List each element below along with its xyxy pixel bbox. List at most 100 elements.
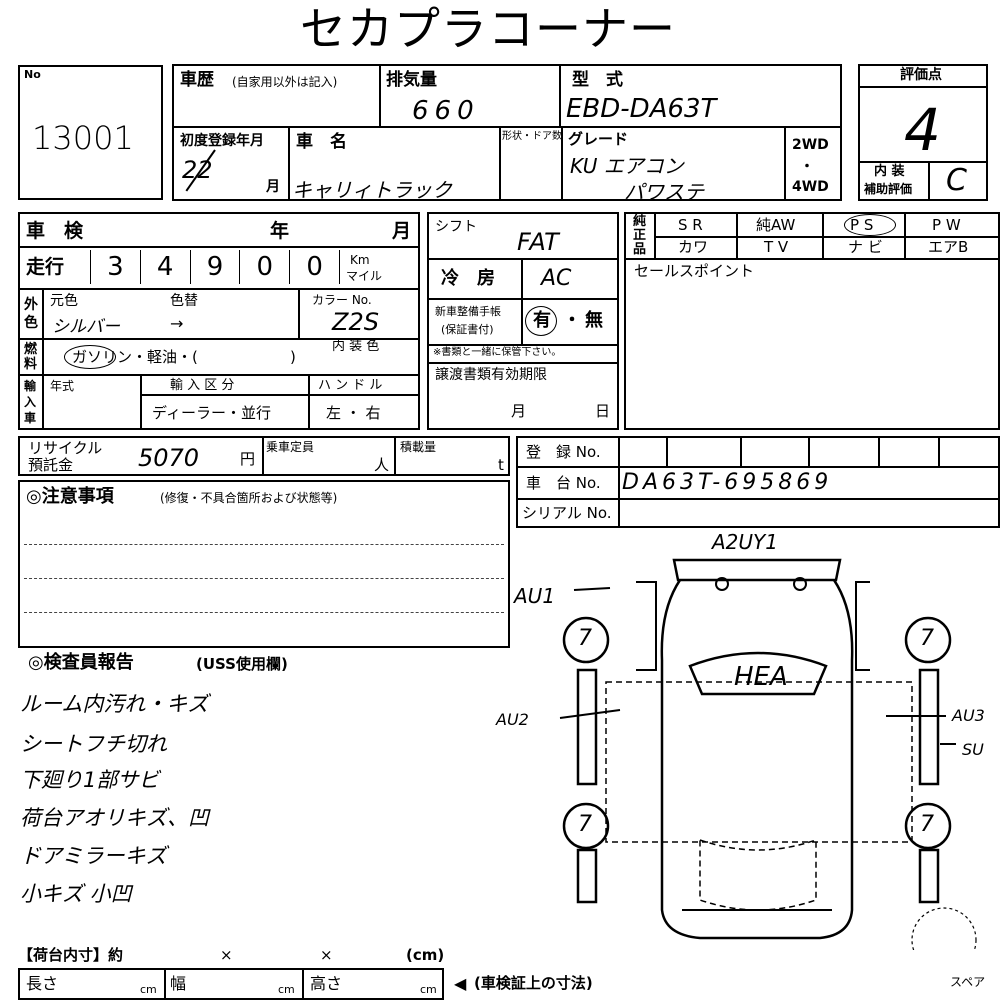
vehicle-info-grid: 車歴 (自家用以外は記入) 排気量 660 型 式 EBD-DA63T 初度登録… (172, 64, 842, 204)
inspector-line: ルーム内汚れ・キズ (20, 692, 209, 716)
repaint-arrow: → (170, 314, 184, 333)
recycle-label: リサイクル (28, 439, 103, 457)
shift-value: FAT (517, 228, 559, 256)
arrow-left-icon: ◀ (454, 974, 467, 993)
load-label: 積載量 (400, 440, 437, 454)
inspector-line: 小キズ 小凹 (20, 882, 132, 906)
manual-no: 無 (585, 310, 603, 331)
capacity-label: 乗車定員 (266, 440, 315, 454)
damage-mark: AU1 (514, 584, 556, 608)
option-navi: ナ ビ (848, 238, 883, 256)
original-color-label: 元色 (50, 293, 78, 309)
inspection-year-unit: 年 (270, 220, 290, 242)
tire-value: 7 (578, 626, 592, 651)
manual-note: ※書類と一緒に保管下さい。 (433, 347, 562, 358)
option-ps: P S (850, 216, 874, 234)
color-number-label: カラー No. (312, 293, 372, 307)
width-label: 幅 (170, 974, 187, 993)
shift-ac-block: シフト FAT 冷 房 AC 新車整備手帳 (保証書付) 有 ・ 無 ※書類と一… (427, 212, 619, 430)
truck-diagram (559, 558, 977, 950)
transfer-day-unit: 日 (595, 402, 611, 420)
interior-value: C (946, 163, 967, 198)
shape-door-label: 形状・ドア数 (502, 131, 562, 142)
options-block: 純正品 S R 純AW P S P W カワ T V ナ ビ エアB セールスポ… (624, 212, 1000, 430)
car-name-label: 車 名 (296, 132, 347, 152)
option-tv: T V (764, 238, 789, 256)
fuel-side-label: 燃料 (24, 342, 38, 372)
rating-label: 評価点 (900, 67, 942, 83)
import-class-value: ディーラー・並行 (152, 404, 271, 422)
original-color-value: シルバー (52, 317, 120, 337)
lot-no-label: No (24, 68, 41, 81)
recycle-sub-label: 預託金 (28, 456, 74, 474)
damage-mark: HEA (734, 662, 788, 692)
bed-unit: (cm) (406, 946, 445, 964)
inspector-line: シートフチ切れ (20, 732, 167, 756)
fuel-gasoline-circle (64, 345, 116, 369)
mileage-unit-mile: マイル (346, 269, 383, 283)
import-year-label: 年式 (50, 379, 75, 393)
spare-label: スペア (950, 975, 986, 989)
option-airbag: エアB (928, 238, 969, 256)
displacement-label: 排気量 (386, 70, 437, 90)
load-unit: t (498, 456, 504, 474)
drive-2wd: 2WD (792, 137, 829, 153)
manual-sep: ・ (563, 310, 581, 331)
displacement-value: 660 (412, 96, 480, 126)
notes-block: ◎注意事項 (修復・不具合箇所および状態等) (18, 480, 510, 648)
rating-box: 評価点 4 内 装 補助評価 C (858, 64, 988, 201)
notes-subtitle: (修復・不具合箇所および状態等) (160, 491, 338, 505)
interior-sub-label: 補助評価 (864, 182, 913, 196)
lot-number-box: No 13001 (18, 65, 163, 200)
drive-4wd: 4WD (792, 179, 829, 195)
recycle-value: 5070 (138, 444, 200, 472)
chassis-value: DA63T-695869 (622, 470, 833, 495)
model-label: 型 式 (572, 70, 623, 90)
bed-x: × (220, 946, 233, 964)
import-class-label: 輸 入 区 分 (170, 378, 235, 393)
height-unit: cm (420, 983, 437, 996)
option-ps-circle (844, 214, 896, 236)
mileage-digits: 3 4 9 0 0 (90, 250, 340, 284)
option-pw: P W (932, 216, 961, 234)
bed-label: 【荷台内寸】約 (18, 946, 124, 964)
import-side-label: 輸入車 (24, 379, 37, 425)
notes-title: ◎注意事項 (26, 486, 114, 507)
transfer-label: 譲渡書類有効期限 (435, 367, 547, 383)
interior-color-label: 内 装 色 (332, 339, 380, 354)
damage-mark: SU (962, 740, 984, 759)
recycle-row: リサイクル 預託金 5070 円 乗車定員 人 積載量 t (18, 436, 510, 476)
length-label: 長さ (26, 974, 59, 993)
mileage-digit: 3 (90, 250, 141, 284)
tire-value: 7 (578, 812, 592, 837)
color-number-value: Z2S (332, 308, 379, 336)
drive-dot: ・ (800, 159, 814, 175)
page-title: セカプラコーナー (300, 2, 676, 56)
option-sr: S R (678, 216, 703, 234)
sales-point-label: セールスポイント (634, 262, 755, 280)
mileage-unit-km: Km (350, 253, 370, 267)
damage-mark: AU3 (952, 706, 985, 725)
model-value: EBD-DA63T (566, 94, 717, 124)
mileage-digit: 0 (290, 250, 340, 284)
grade-label: グレード (568, 130, 629, 148)
interior-label: 内 装 (874, 164, 905, 179)
manual-yes-circle (525, 306, 557, 336)
option-aw: 純AW (756, 216, 796, 234)
grade-line-1: KU エアコン (570, 154, 684, 178)
width-unit: cm (278, 983, 295, 996)
manual-sub-label: (保証書付) (441, 323, 494, 336)
capacity-unit: 人 (374, 456, 390, 474)
rating-value: 4 (904, 96, 941, 164)
registration-label: 登 録 No. (526, 443, 601, 461)
transfer-month-unit: 月 (511, 402, 527, 420)
dimensions-row: 長さ cm 幅 cm 高さ cm (18, 968, 444, 1000)
mileage-label: 走行 (26, 256, 65, 278)
inspector-line: ドアミラーキズ (20, 844, 167, 868)
ac-label: 冷 房 (441, 268, 495, 289)
bed-x: × (320, 946, 333, 964)
damage-mark: A2UY1 (712, 530, 778, 554)
repaint-label: 色替 (170, 293, 198, 309)
history-label: 車歴 (180, 70, 214, 90)
chassis-label: 車 台 No. (526, 474, 601, 492)
